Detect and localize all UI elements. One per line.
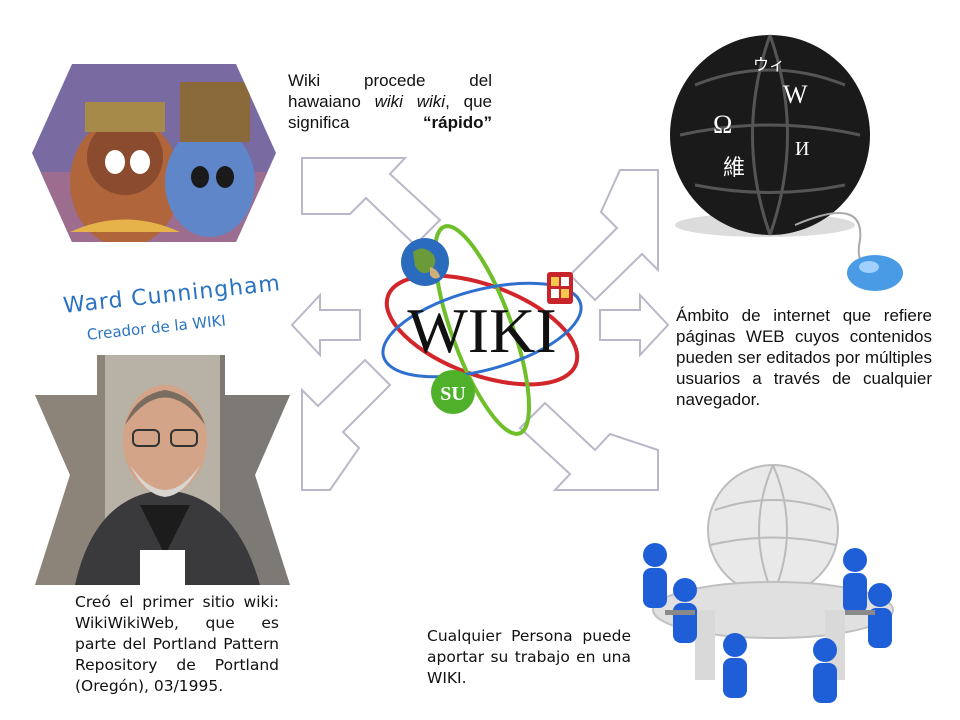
collaboration-note: Cualquier Persona puede aportar su traba…: [427, 627, 631, 687]
arrow-right: [599, 292, 670, 358]
svg-text:維: 維: [723, 155, 745, 180]
wiki-word: WIKI: [407, 295, 556, 366]
puzzle-globe-icon: [670, 35, 870, 235]
mouse-icon: [847, 255, 903, 291]
svg-text:W: W: [783, 80, 808, 109]
su-badge-icon: [431, 370, 475, 414]
creator-name: Ward Cunningham: [62, 271, 282, 319]
note-line-2: hawaiano wiki wiki, que: [288, 92, 492, 111]
svg-text:И: И: [795, 138, 809, 160]
people-icons: [643, 543, 892, 703]
arrow-left: [290, 292, 361, 358]
creator-role: Creador de la WIKI: [86, 311, 227, 344]
svg-text:Ω: Ω: [713, 110, 732, 139]
first-wiki-note: Creó el primer sitio wiki: WikiWikiWeb, …: [75, 593, 279, 695]
ward-cunningham-photo: [35, 355, 290, 585]
wikipedia-globe-mouse-image: W Ω 維 ウィ И: [670, 34, 903, 291]
arrow-bottom-left: [301, 358, 392, 491]
people-around-globe-image: [643, 464, 894, 703]
arrow-bottom-right: [518, 401, 659, 491]
svg-text:ウィ: ウィ: [753, 56, 785, 74]
su-badge-label: SU: [440, 383, 466, 405]
note-line-3: significa “rápido”: [288, 113, 492, 132]
hawaiian-cartoon-image: [32, 64, 276, 242]
wiki-globe-icon: [707, 464, 839, 596]
wiki-definition-note: Ámbito de internet que refiere páginas W…: [676, 306, 932, 409]
wiki-origin-note: Wiki procede del hawaiano wiki wiki, que…: [288, 70, 492, 133]
wiki-logo: WIKI SU: [381, 224, 583, 436]
arrows-diagram: [290, 157, 670, 491]
note-line-1: Wiki procede del: [288, 71, 492, 90]
